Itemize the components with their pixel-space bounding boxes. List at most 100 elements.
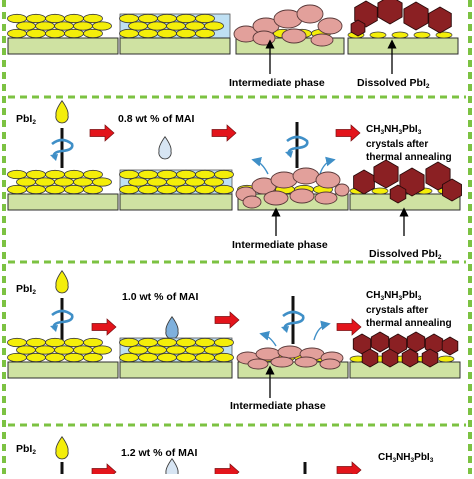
curved-arrow-icon	[313, 320, 331, 341]
pbi2-grain	[147, 177, 167, 187]
arrow-shape	[89, 124, 115, 142]
perovskite-crystal	[441, 336, 459, 356]
pbi2-grain	[157, 184, 177, 195]
perovskite-crystal	[350, 19, 366, 37]
intermediate-grain	[292, 167, 320, 185]
arrow-shape	[336, 318, 362, 336]
pbi2-grain	[45, 337, 65, 348]
pbi2-grain	[73, 177, 93, 187]
perovskite-crystal	[421, 348, 439, 368]
perovskite-crystal	[403, 1, 429, 31]
pbi2-grain	[45, 169, 65, 180]
pbi2-grain	[26, 13, 46, 24]
pbi2-grain	[157, 169, 177, 180]
pbi2-grain	[73, 345, 93, 355]
pbi2-grain	[176, 352, 196, 363]
pbi2-grain	[138, 337, 158, 348]
spin-rotation-arrow	[51, 138, 74, 159]
spin-arrowhead	[281, 326, 289, 333]
pbi2-reagent-label: PbI2	[16, 443, 36, 456]
pbi2-grain	[7, 337, 27, 348]
pbi2-grain	[176, 337, 196, 348]
perovskite-crystal	[399, 167, 425, 197]
droplet-shape	[55, 436, 69, 460]
dissolved-pbi2-grain	[435, 31, 453, 39]
perovskite-crystal	[373, 159, 399, 189]
pbi2-grain	[157, 28, 177, 39]
perovskite-crystal	[425, 161, 451, 191]
spin-coater-icon	[285, 122, 309, 168]
pbi2-grain	[54, 21, 74, 31]
substrate	[7, 37, 119, 55]
pbi2-grain	[119, 13, 139, 24]
right-arrow-icon	[214, 463, 240, 479]
pbi2-grain	[54, 345, 74, 355]
perovskite-crystal	[370, 331, 390, 353]
pbi2-grain	[119, 184, 139, 195]
dissolved-pbi2-grain	[437, 355, 455, 363]
pbi2-grain	[64, 28, 84, 39]
perovskite-crystal	[389, 184, 407, 204]
droplet-shape	[158, 136, 172, 160]
pbi2-grain	[204, 177, 224, 187]
pbi2-grain	[64, 169, 84, 180]
pbi2-grain	[176, 169, 196, 180]
droplet-icon	[165, 458, 179, 479]
pbi2-film-panel	[7, 13, 119, 55]
pbi2-grain	[45, 184, 65, 195]
arrow-shape	[211, 124, 237, 142]
spin-rotation-arrow	[51, 309, 74, 330]
pbi2-grain	[119, 337, 139, 348]
pbi2-grain	[7, 184, 27, 195]
row-top: Intermediate phase Dissolved PbI2	[7, 0, 459, 90]
mai-concentration-label: 1.2 wt % of MAI	[121, 447, 198, 459]
spin-rotation-arrow	[286, 135, 309, 156]
pbi2-grain	[147, 345, 167, 355]
intermediate-grain	[242, 195, 262, 209]
pbi2-grain	[214, 337, 234, 348]
pbi2-grain	[138, 169, 158, 180]
mai-soaked-film-panel	[119, 169, 234, 211]
droplet-icon	[55, 100, 69, 124]
pbi2-grain	[26, 352, 46, 363]
pbi2-grain	[128, 21, 148, 31]
intermediate-grain	[247, 358, 269, 370]
pbi2-grain	[64, 337, 84, 348]
droplet-icon	[165, 316, 179, 340]
pbi2-grain	[16, 345, 36, 355]
row-1-2-wt-mai: PbI2 1.2 wt % of MAI CH3NH3PbI3	[16, 436, 434, 479]
arrow-shape	[214, 463, 240, 479]
pbi2-grain	[119, 169, 139, 180]
droplet-shape	[55, 270, 69, 294]
intermediate-grain	[277, 345, 303, 359]
pbi2-grain	[7, 13, 27, 24]
intermediate-grain	[334, 183, 350, 197]
pbi2-grain	[26, 169, 46, 180]
crystal-panel	[349, 331, 461, 379]
right-arrow-icon	[211, 124, 237, 142]
perovskite-crystal	[377, 0, 403, 25]
perovskite-crystal	[361, 348, 379, 368]
pbi2-grain	[92, 21, 112, 31]
pbi2-grain	[204, 21, 224, 31]
curved-arrow-icon	[259, 330, 277, 347]
intermediate-phase-label: Intermediate phase	[232, 239, 328, 251]
pbi2-grain	[195, 184, 215, 195]
pbi2-grain	[147, 21, 167, 31]
pbi2-grain	[166, 177, 186, 187]
pbi2-grain	[176, 13, 196, 24]
intermediate-phase-label: Intermediate phase	[229, 77, 325, 89]
intermediate-grain	[281, 28, 307, 44]
product-label: CH3NH3PbI3	[378, 452, 434, 464]
pbi2-grain	[166, 21, 186, 31]
pbi2-grain	[64, 352, 84, 363]
perovskite-crystal	[442, 178, 462, 202]
pbi2-grain	[26, 337, 46, 348]
pbi2-reagent-label: PbI2	[16, 283, 36, 296]
intermediate-grain	[315, 171, 341, 189]
arrow-shape	[335, 124, 361, 142]
substrate	[119, 193, 233, 211]
pbi2-grain	[73, 21, 93, 31]
dissolved-pbi2-label: Dissolved PbI2	[357, 77, 430, 90]
